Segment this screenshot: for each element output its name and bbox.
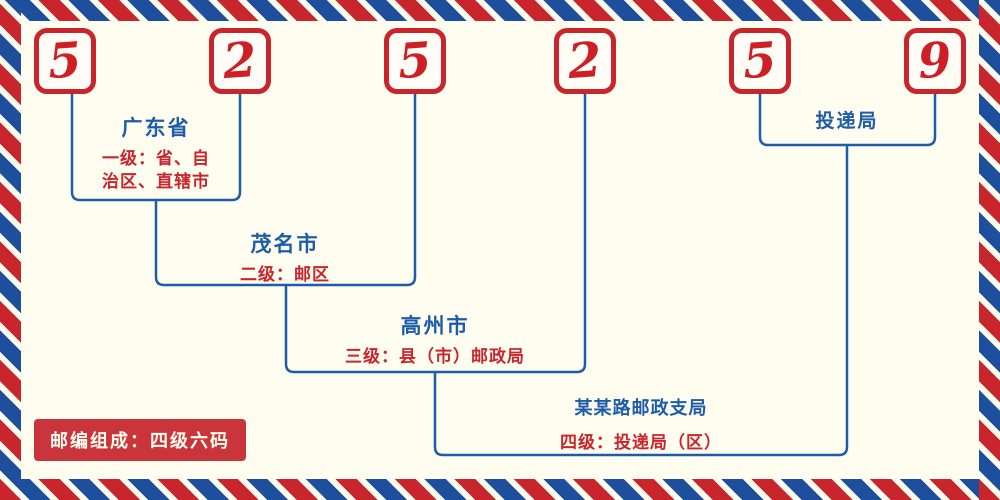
level4-desc: 四级：投递局（区） xyxy=(560,433,722,453)
level2-label-block: 茂名市 二级：邮区 xyxy=(175,228,395,287)
airmail-border-left xyxy=(0,0,21,500)
level2-place-name: 茂名市 xyxy=(250,232,320,256)
airmail-border-bottom xyxy=(0,479,1000,500)
level2-desc: 二级：邮区 xyxy=(240,265,330,285)
level1-desc-line2: 治区、直辖市 xyxy=(102,171,210,192)
level1-place-name: 广东省 xyxy=(121,116,191,140)
digit-box-4: 2 xyxy=(554,28,616,94)
digit-2: 2 xyxy=(221,31,259,91)
digit-box-1: 5 xyxy=(34,28,96,94)
digit-box-2: 2 xyxy=(209,28,271,94)
level1-desc-line1: 一级：省、自 xyxy=(102,149,210,169)
digit-box-6: 9 xyxy=(904,28,966,94)
composition-badge: 邮编组成：四级六码 xyxy=(34,419,246,461)
digit-3: 5 xyxy=(396,31,434,91)
level4-place-name: 某某路邮政支局 xyxy=(574,398,708,419)
airmail-border-top xyxy=(0,0,1000,21)
digit-4: 2 xyxy=(566,31,604,91)
digit-5: 5 xyxy=(741,31,779,91)
digit-1: 5 xyxy=(46,31,84,91)
level3-label-block: 高州市 三级：县（市）邮政局 xyxy=(305,310,565,369)
digit-6: 9 xyxy=(916,31,954,91)
level3-desc: 三级：县（市）邮政局 xyxy=(345,347,525,367)
digit-box-5: 5 xyxy=(729,28,791,94)
digit-box-3: 5 xyxy=(384,28,446,94)
airmail-border-right xyxy=(979,0,1000,500)
delivery-bureau-label: 投递局 xyxy=(815,110,879,132)
level4-label-block: 某某路邮政支局 四级：投递局（区） xyxy=(511,394,771,455)
delivery-label-block: 投递局 xyxy=(772,106,922,133)
level3-place-name: 高州市 xyxy=(400,314,470,338)
level1-label-block: 广东省 一级：省、自 治区、直辖市 xyxy=(78,112,234,194)
